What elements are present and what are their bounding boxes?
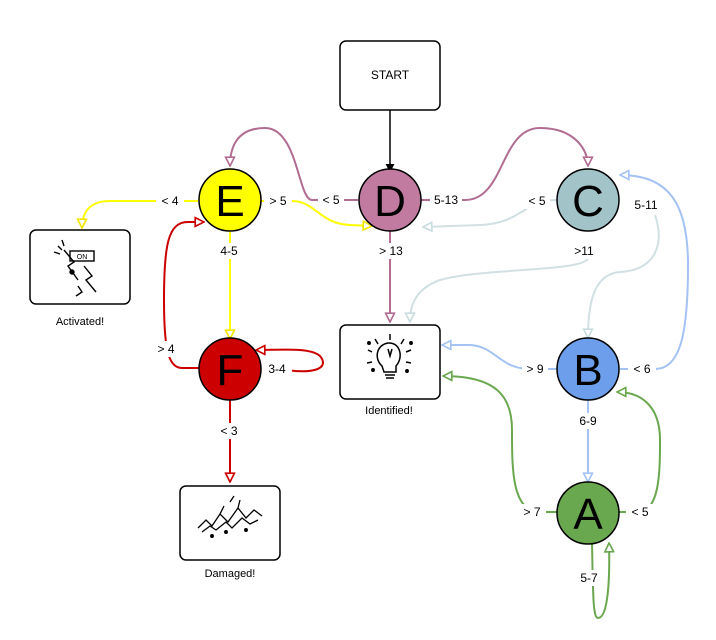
- edge-label-backdrops: [152, 192, 662, 586]
- node-c: C: [556, 168, 620, 232]
- node-e: E: [198, 168, 262, 232]
- node-f-letter: F: [217, 346, 244, 395]
- node-b-letter: B: [573, 346, 602, 395]
- switch-on-icon: ON: [53, 239, 97, 297]
- label-f-to-e: > 4: [157, 342, 174, 356]
- outcome-damaged: Damaged!: [179, 485, 281, 580]
- node-a-letter: A: [573, 490, 603, 539]
- lightbulb-icon: [366, 334, 413, 379]
- label-a-self-loop: 5-7: [580, 571, 598, 585]
- label-d-to-c: 5-13: [434, 193, 458, 207]
- start-box: START: [339, 40, 441, 111]
- edge-c-to-identified: [410, 257, 589, 322]
- edge-f-to-e: [162, 222, 204, 369]
- node-b: B: [556, 337, 620, 401]
- edge-d-to-c: [421, 126, 588, 201]
- node-f: F: [198, 337, 262, 401]
- edge-b-to-c: [620, 175, 690, 370]
- edge-e-to-activated: [82, 200, 198, 228]
- svg-text:ON: ON: [77, 254, 88, 261]
- label-c-to-b: 5-11: [634, 198, 657, 212]
- outcome-activated: ON Activated!: [29, 229, 131, 328]
- edge-c-to-b: [588, 214, 660, 338]
- node-d: D: [358, 168, 422, 232]
- label-d-to-identified: > 13: [379, 244, 403, 258]
- outcome-identified: Identified!: [339, 324, 441, 417]
- label-b-to-c: < 6: [633, 362, 650, 376]
- label-e-to-f: 4-5: [220, 244, 238, 258]
- label-a-to-identified: > 7: [523, 505, 540, 519]
- edge-labels: < 5 5-13 > 13 < 5 5-11 >11 < 4 > 5 4-5 >…: [157, 193, 657, 585]
- label-e-to-activated: < 4: [161, 194, 178, 208]
- damaged-label: Damaged!: [205, 568, 256, 580]
- node-d-letter: D: [374, 177, 406, 226]
- node-a: A: [556, 481, 620, 545]
- label-d-to-e: < 5: [322, 193, 339, 207]
- edge-a-to-identified: [443, 376, 558, 513]
- edge-a-to-b: [617, 392, 662, 513]
- identified-label: Identified!: [365, 405, 413, 417]
- label-a-to-b: < 5: [631, 505, 648, 519]
- label-e-to-d: > 5: [269, 194, 286, 208]
- label-b-to-identified: > 9: [526, 362, 543, 376]
- node-e-letter: E: [215, 177, 244, 226]
- edges: [82, 110, 690, 620]
- label-c-to-d: < 5: [528, 194, 545, 208]
- edge-e-to-d: [261, 200, 372, 226]
- edge-c-to-d: [423, 199, 557, 227]
- label-f-self-loop: 3-4: [268, 362, 286, 376]
- edge-f-self-loop: [256, 350, 324, 373]
- start-label: START: [371, 68, 410, 82]
- label-c-to-identified: >11: [574, 244, 594, 258]
- broken-icon: [197, 495, 263, 538]
- edge-d-to-e: [230, 126, 358, 201]
- activated-label: Activated!: [56, 316, 104, 328]
- node-c-letter: C: [572, 177, 604, 226]
- label-f-to-damaged: < 3: [220, 424, 237, 438]
- label-b-to-a: 6-9: [579, 414, 597, 428]
